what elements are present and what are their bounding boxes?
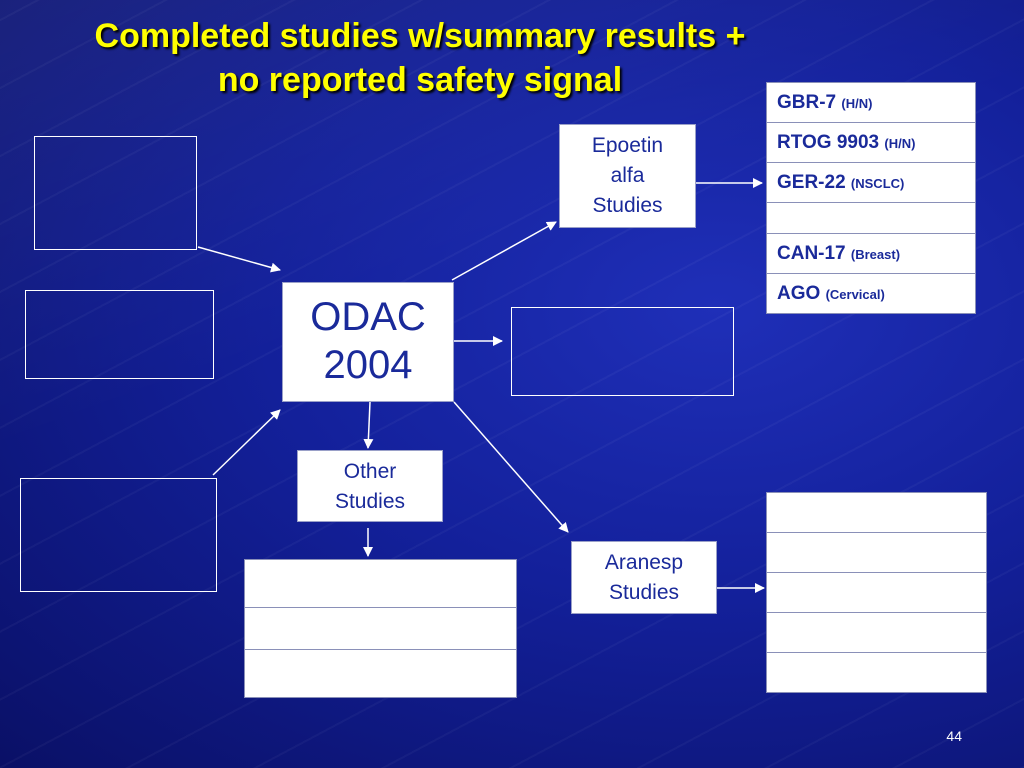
aranesp-line-1: Aranesp [604, 551, 684, 574]
table-row [766, 492, 987, 533]
empty-box-middle-left [25, 290, 214, 379]
epoetin-line-1: Epoetin [591, 134, 664, 157]
table-row [244, 559, 517, 608]
epoetin-node: Epoetin alfa Studies [559, 124, 696, 228]
empty-cell [244, 607, 517, 650]
arrow-topleft-to-odac [197, 246, 281, 273]
aranesp-studies-table [766, 492, 987, 693]
other-studies-node: Other Studies [297, 450, 443, 522]
table-row [766, 572, 987, 613]
arrow-odac-to-epoetin [451, 221, 557, 281]
empty-cell [766, 572, 987, 613]
table-row: GBR-7 (H/N) [766, 82, 976, 123]
study-detail: (NSCLC) [850, 175, 905, 191]
odac-line-1: ODAC [310, 295, 426, 339]
title-line-2: no reported safety signal [217, 61, 623, 99]
other-line-1: Other [343, 460, 397, 483]
arrow-odac-to-aranesp [453, 401, 569, 533]
study-detail: (H/N) [884, 135, 916, 151]
study-cell: AGO (Cervical) [766, 273, 976, 314]
empty-box-top-left [34, 136, 197, 250]
arrow-bottomleft-to-odac [212, 409, 281, 476]
table-row: AGO (Cervical) [766, 273, 976, 314]
aranesp-line-2: Studies [608, 581, 680, 604]
empty-cell [766, 532, 987, 573]
table-row: GER-22 (NSCLC) [766, 162, 976, 203]
study-name: RTOG 9903 [777, 131, 880, 153]
study-detail: (H/N) [841, 95, 873, 111]
table-row [766, 652, 987, 693]
table-row [766, 612, 987, 653]
odac-line-2: 2004 [323, 343, 413, 387]
study-cell: CAN-17 (Breast) [766, 233, 976, 274]
study-cell [766, 202, 976, 234]
table-row: CAN-17 (Breast) [766, 233, 976, 274]
table-row [244, 649, 517, 698]
empty-box-bottom-left [20, 478, 217, 592]
other-line-2: Studies [334, 490, 406, 513]
study-name: AGO [777, 282, 821, 304]
empty-cell [766, 492, 987, 533]
study-detail: (Breast) [850, 246, 901, 262]
arrow-odac-to-other [363, 401, 374, 449]
other-studies-table [244, 559, 517, 698]
table-row [244, 607, 517, 650]
epoetin-line-3: Studies [592, 194, 663, 217]
aranesp-node: Aranesp Studies [571, 541, 717, 614]
study-detail: (Cervical) [825, 286, 885, 302]
epoetin-line-2: alfa [610, 164, 645, 187]
study-cell: GBR-7 (H/N) [766, 82, 976, 123]
empty-cell [766, 612, 987, 653]
empty-box-right-middle [511, 307, 734, 396]
study-cell: GER-22 (NSCLC) [766, 162, 976, 203]
epoetin-studies-table: GBR-7 (H/N) RTOG 9903 (H/N) GER-22 (NSCL… [766, 82, 976, 314]
study-name: GBR-7 [777, 91, 837, 113]
table-row: RTOG 9903 (H/N) [766, 122, 976, 163]
empty-cell [766, 652, 987, 693]
odac-node: ODAC 2004 [282, 282, 454, 402]
table-row [766, 202, 976, 234]
empty-cell [244, 649, 517, 698]
study-cell: RTOG 9903 (H/N) [766, 122, 976, 163]
table-row [766, 532, 987, 573]
study-name: GER-22 [777, 171, 846, 193]
empty-cell [244, 559, 517, 608]
title-line-1: Completed studies w/summary results + [94, 17, 746, 55]
slide-title: Completed studies w/summary results + no… [20, 14, 820, 102]
page-number: 44 [946, 728, 962, 744]
study-name: CAN-17 [777, 242, 846, 264]
